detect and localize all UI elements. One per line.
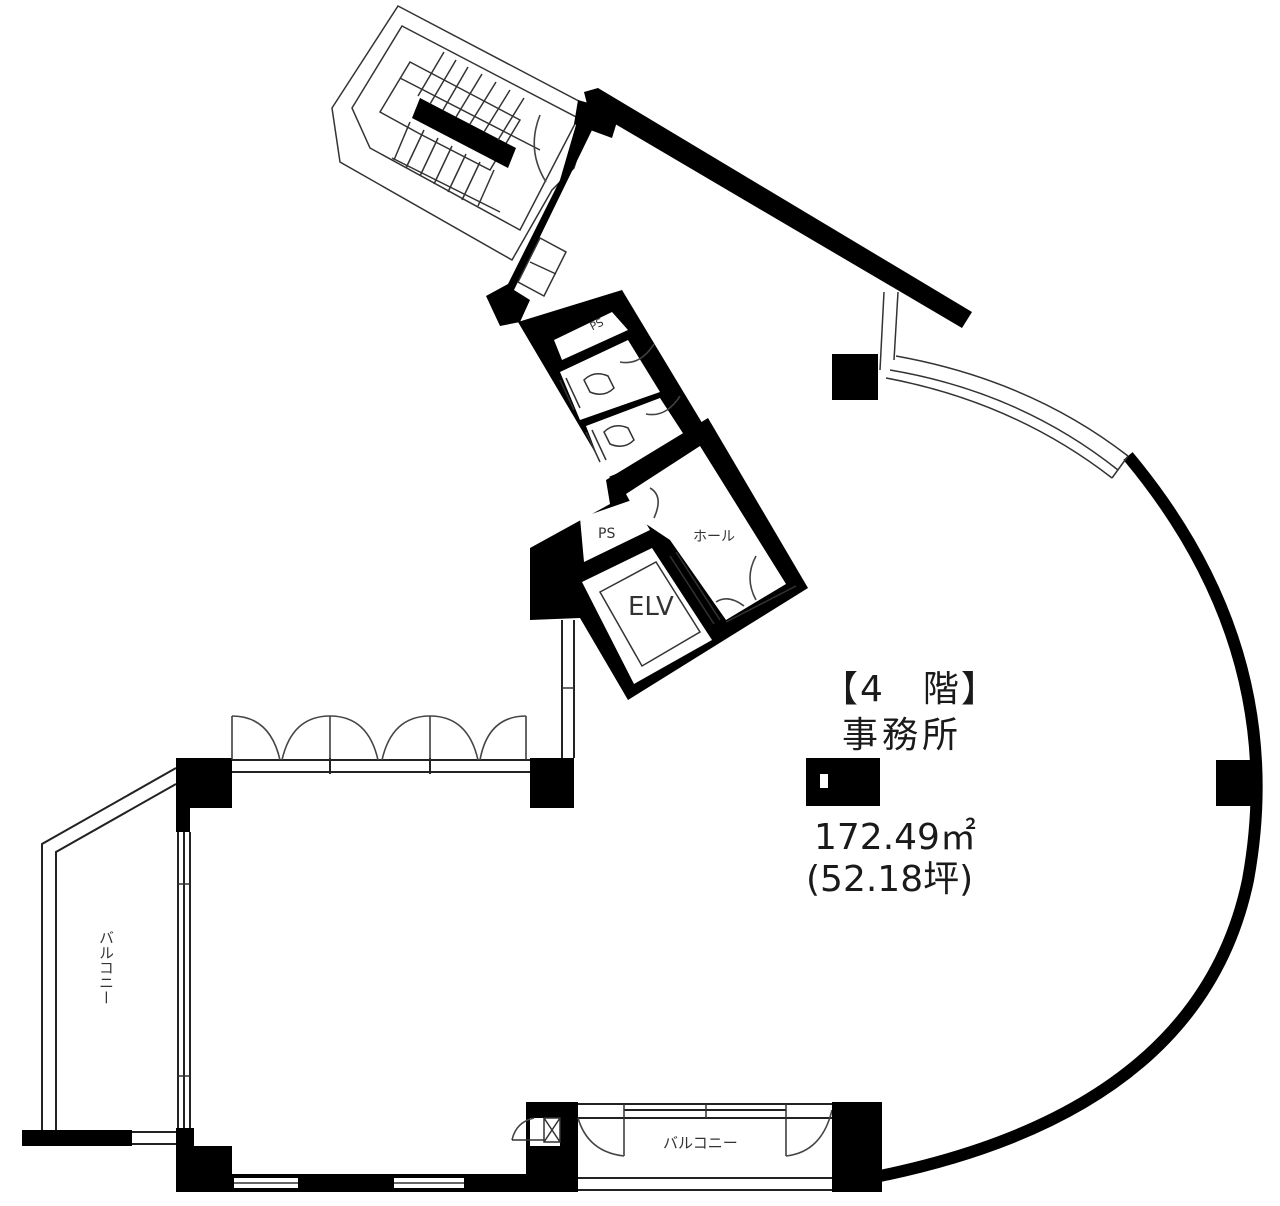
area-tsubo: (52.18坪) <box>806 859 974 900</box>
curved-east-wall <box>878 452 1263 1182</box>
north-doors <box>231 715 527 761</box>
ps-lower-label: PS <box>598 526 616 542</box>
room-name: 事務所 <box>842 715 963 756</box>
north-wall <box>584 88 972 328</box>
column-ne <box>832 354 878 400</box>
elevator-label: ELV <box>628 592 674 622</box>
column-center <box>806 758 880 806</box>
column-e <box>1216 760 1260 806</box>
floor-label: 【4 階】 <box>822 669 999 710</box>
hall-label: ホール <box>693 529 735 545</box>
balcony-west-label: バルコニー <box>97 930 115 1005</box>
curved-window <box>879 291 1129 479</box>
elevator-core <box>530 418 808 700</box>
toilet-block <box>518 290 716 488</box>
balcony-south <box>511 1102 882 1192</box>
area-square-meters: 172.49㎡ <box>814 817 976 858</box>
balcony-west <box>22 767 177 1146</box>
balcony-south-label: バルコニー <box>663 1134 738 1152</box>
staircase <box>331 5 593 262</box>
corridor-wall <box>486 118 594 326</box>
